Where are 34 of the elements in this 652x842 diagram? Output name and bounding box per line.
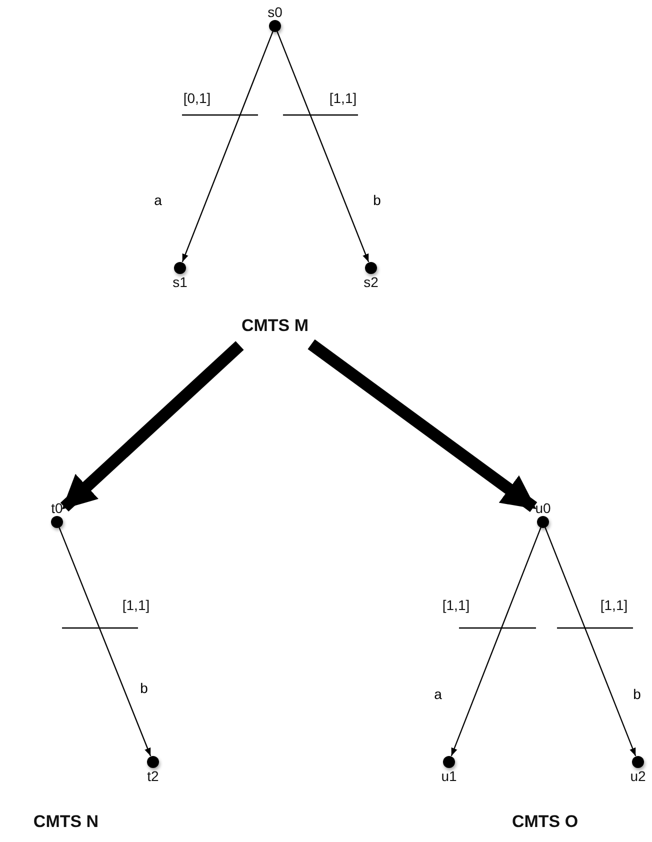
title-text: CMTS M [241, 316, 309, 336]
edge-label: b [632, 686, 642, 702]
interval-label: [1,1] [600, 597, 628, 613]
interval-label: [1,1] [329, 90, 357, 106]
state-name: t0 [51, 500, 63, 516]
thick-arrow [60, 341, 244, 512]
arrow [182, 31, 274, 262]
state-node [441, 756, 457, 784]
arrow [276, 31, 370, 262]
arrow [58, 527, 152, 756]
interval-label: [1,1] [442, 597, 470, 613]
system-title: CMTS O [512, 812, 578, 832]
edge-label: b [139, 680, 149, 696]
state-node [172, 262, 188, 290]
state-name: u2 [630, 768, 646, 784]
state-name: s2 [364, 274, 378, 290]
state-name: s0 [268, 4, 282, 20]
state-node [147, 756, 159, 784]
state-name: s1 [172, 274, 188, 290]
state-node [268, 4, 282, 32]
state-name: t2 [147, 768, 159, 784]
interval-label: [0,1] [183, 90, 211, 106]
state-node [535, 500, 551, 528]
state-node [51, 500, 63, 528]
arrow [450, 527, 542, 756]
state-name: u1 [441, 768, 457, 784]
state-name: u0 [535, 500, 551, 516]
arrow [544, 527, 636, 756]
state-node [364, 262, 378, 290]
state-node [630, 756, 646, 784]
thick-arrow [308, 339, 538, 512]
interval-label: [1,1] [122, 597, 150, 613]
system-title: CMTS N [33, 812, 99, 832]
edge-label: b [372, 192, 382, 208]
